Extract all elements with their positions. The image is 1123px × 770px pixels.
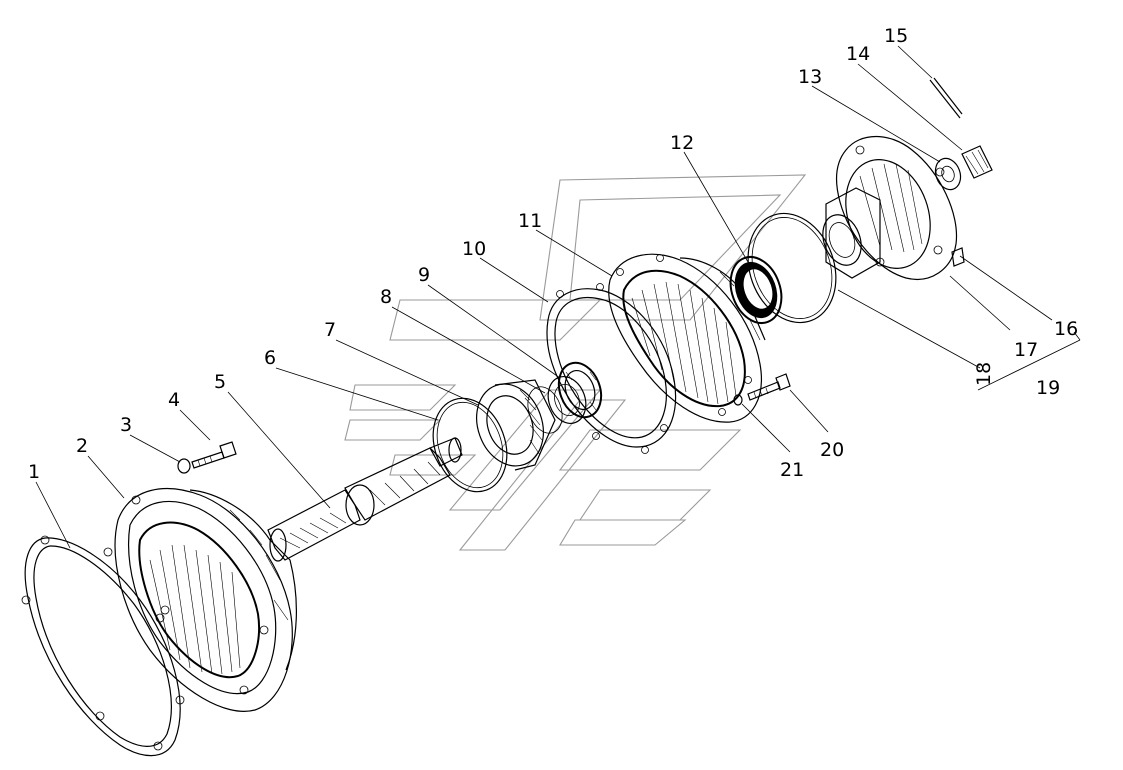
part-1-gasket <box>21 535 185 757</box>
callout-9: 9 <box>418 264 430 286</box>
callout-8: 8 <box>380 286 392 308</box>
callout-19: 19 <box>1036 377 1060 399</box>
part-4-bolt <box>191 441 237 469</box>
watermark-logo <box>344 174 807 551</box>
callout-3: 3 <box>120 414 132 436</box>
part-15-cotter-pin <box>929 77 963 119</box>
callout-12: 12 <box>670 132 694 154</box>
part-21-washer <box>733 394 743 406</box>
callout-21: 21 <box>780 459 804 481</box>
callout-16: 16 <box>1054 318 1078 340</box>
part-13-washer <box>934 157 962 191</box>
part-18-ring <box>747 212 837 324</box>
callout-4: 4 <box>168 389 180 411</box>
part-17-flange <box>822 135 958 280</box>
callout-18: 18 <box>973 362 995 386</box>
callout-5: 5 <box>214 371 226 393</box>
part-14-castle-nut <box>961 145 993 179</box>
callout-15: 15 <box>884 25 908 47</box>
part-9-seal <box>557 361 603 419</box>
callout-17: 17 <box>1014 339 1038 361</box>
callout-1: 1 <box>28 461 40 483</box>
callout-7: 7 <box>324 319 336 341</box>
part-7-bearing <box>476 379 563 471</box>
leader-lines <box>35 45 1081 549</box>
callout-10: 10 <box>462 238 486 260</box>
callout-6: 6 <box>264 347 276 369</box>
part-6-snap-ring <box>432 397 508 493</box>
callout-labels: 1 2 3 4 5 6 7 8 9 10 11 12 13 14 15 16 1… <box>28 25 1078 483</box>
part-3-washer <box>177 458 191 474</box>
callout-2: 2 <box>76 435 88 457</box>
callout-14: 14 <box>846 43 870 65</box>
part-5-shaft <box>267 437 463 562</box>
callout-11: 11 <box>518 210 542 232</box>
part-10-gasket <box>546 283 677 454</box>
part-20-bolt <box>747 373 791 401</box>
callout-20: 20 <box>820 439 844 461</box>
callout-13: 13 <box>798 66 822 88</box>
part-16-bolt <box>951 247 965 267</box>
part-2-housing <box>114 488 297 712</box>
